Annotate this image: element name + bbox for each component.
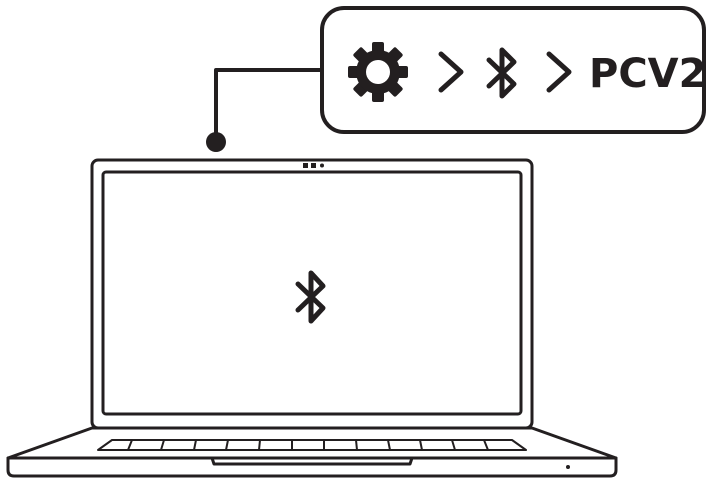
connector-dot [206,132,226,152]
callout-connector [206,70,320,152]
laptop-keyboard [98,440,526,450]
laptop-base [8,428,616,476]
laptop [8,160,616,476]
webcam [303,163,324,168]
bluetooth-icon [489,50,514,96]
bluetooth-icon [298,273,323,321]
power-indicator [566,465,570,469]
chevron-right-icon [549,54,569,90]
device-name-label: PCV2 [589,51,706,97]
chevron-right-icon [441,54,461,90]
gear-icon [348,42,408,102]
